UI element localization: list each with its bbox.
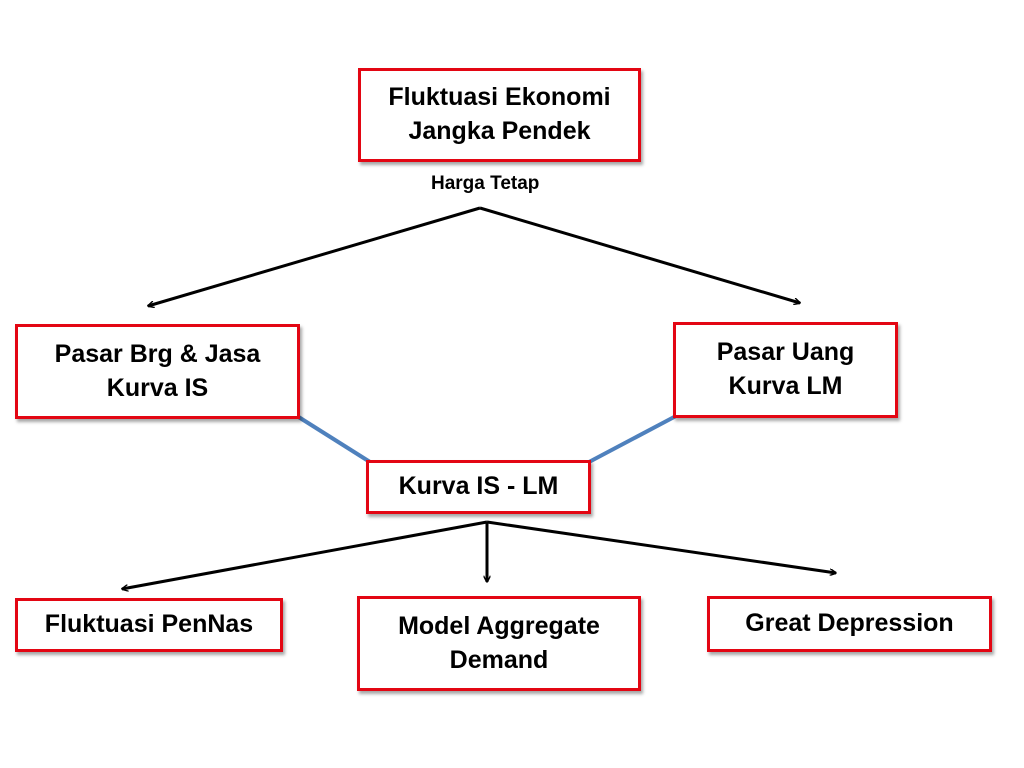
money-market-node: Pasar Uang Kurva LM xyxy=(673,322,898,418)
arrow-to-great-depression xyxy=(486,520,836,573)
root-caption: Harga Tetap xyxy=(431,173,540,194)
arrow-to-money-market xyxy=(479,206,800,303)
goods-market-line1: Pasar Brg & Jasa xyxy=(54,339,261,368)
goods-market-line2: Kurva IS xyxy=(106,373,209,402)
link-goods-to-islm xyxy=(295,414,372,464)
arrow-to-goods-market xyxy=(148,206,481,306)
goods-market-node: Pasar Brg & Jasa Kurva IS xyxy=(15,324,300,419)
arrow-to-income-fluctuation xyxy=(122,520,488,589)
money-market-line2: Kurva LM xyxy=(728,372,843,400)
root-node: Fluktuasi Ekonomi Jangka Pendek xyxy=(358,68,641,162)
aggregate-demand-line1: Model Aggregate xyxy=(398,611,600,640)
aggregate-demand-node: Model Aggregate Demand xyxy=(357,596,641,691)
money-market-line1: Pasar Uang xyxy=(716,338,855,367)
great-depression-node: Great Depression xyxy=(707,596,992,652)
link-money-to-islm xyxy=(588,414,677,464)
root-node-line2: Jangka Pendek xyxy=(408,117,591,145)
is-lm-node: Kurva IS - LM xyxy=(366,460,591,514)
income-fluctuation-node: Fluktuasi PenNas xyxy=(15,598,283,652)
aggregate-demand-line2: Demand xyxy=(449,645,549,674)
root-node-line1: Fluktuasi Ekonomi xyxy=(388,83,611,112)
